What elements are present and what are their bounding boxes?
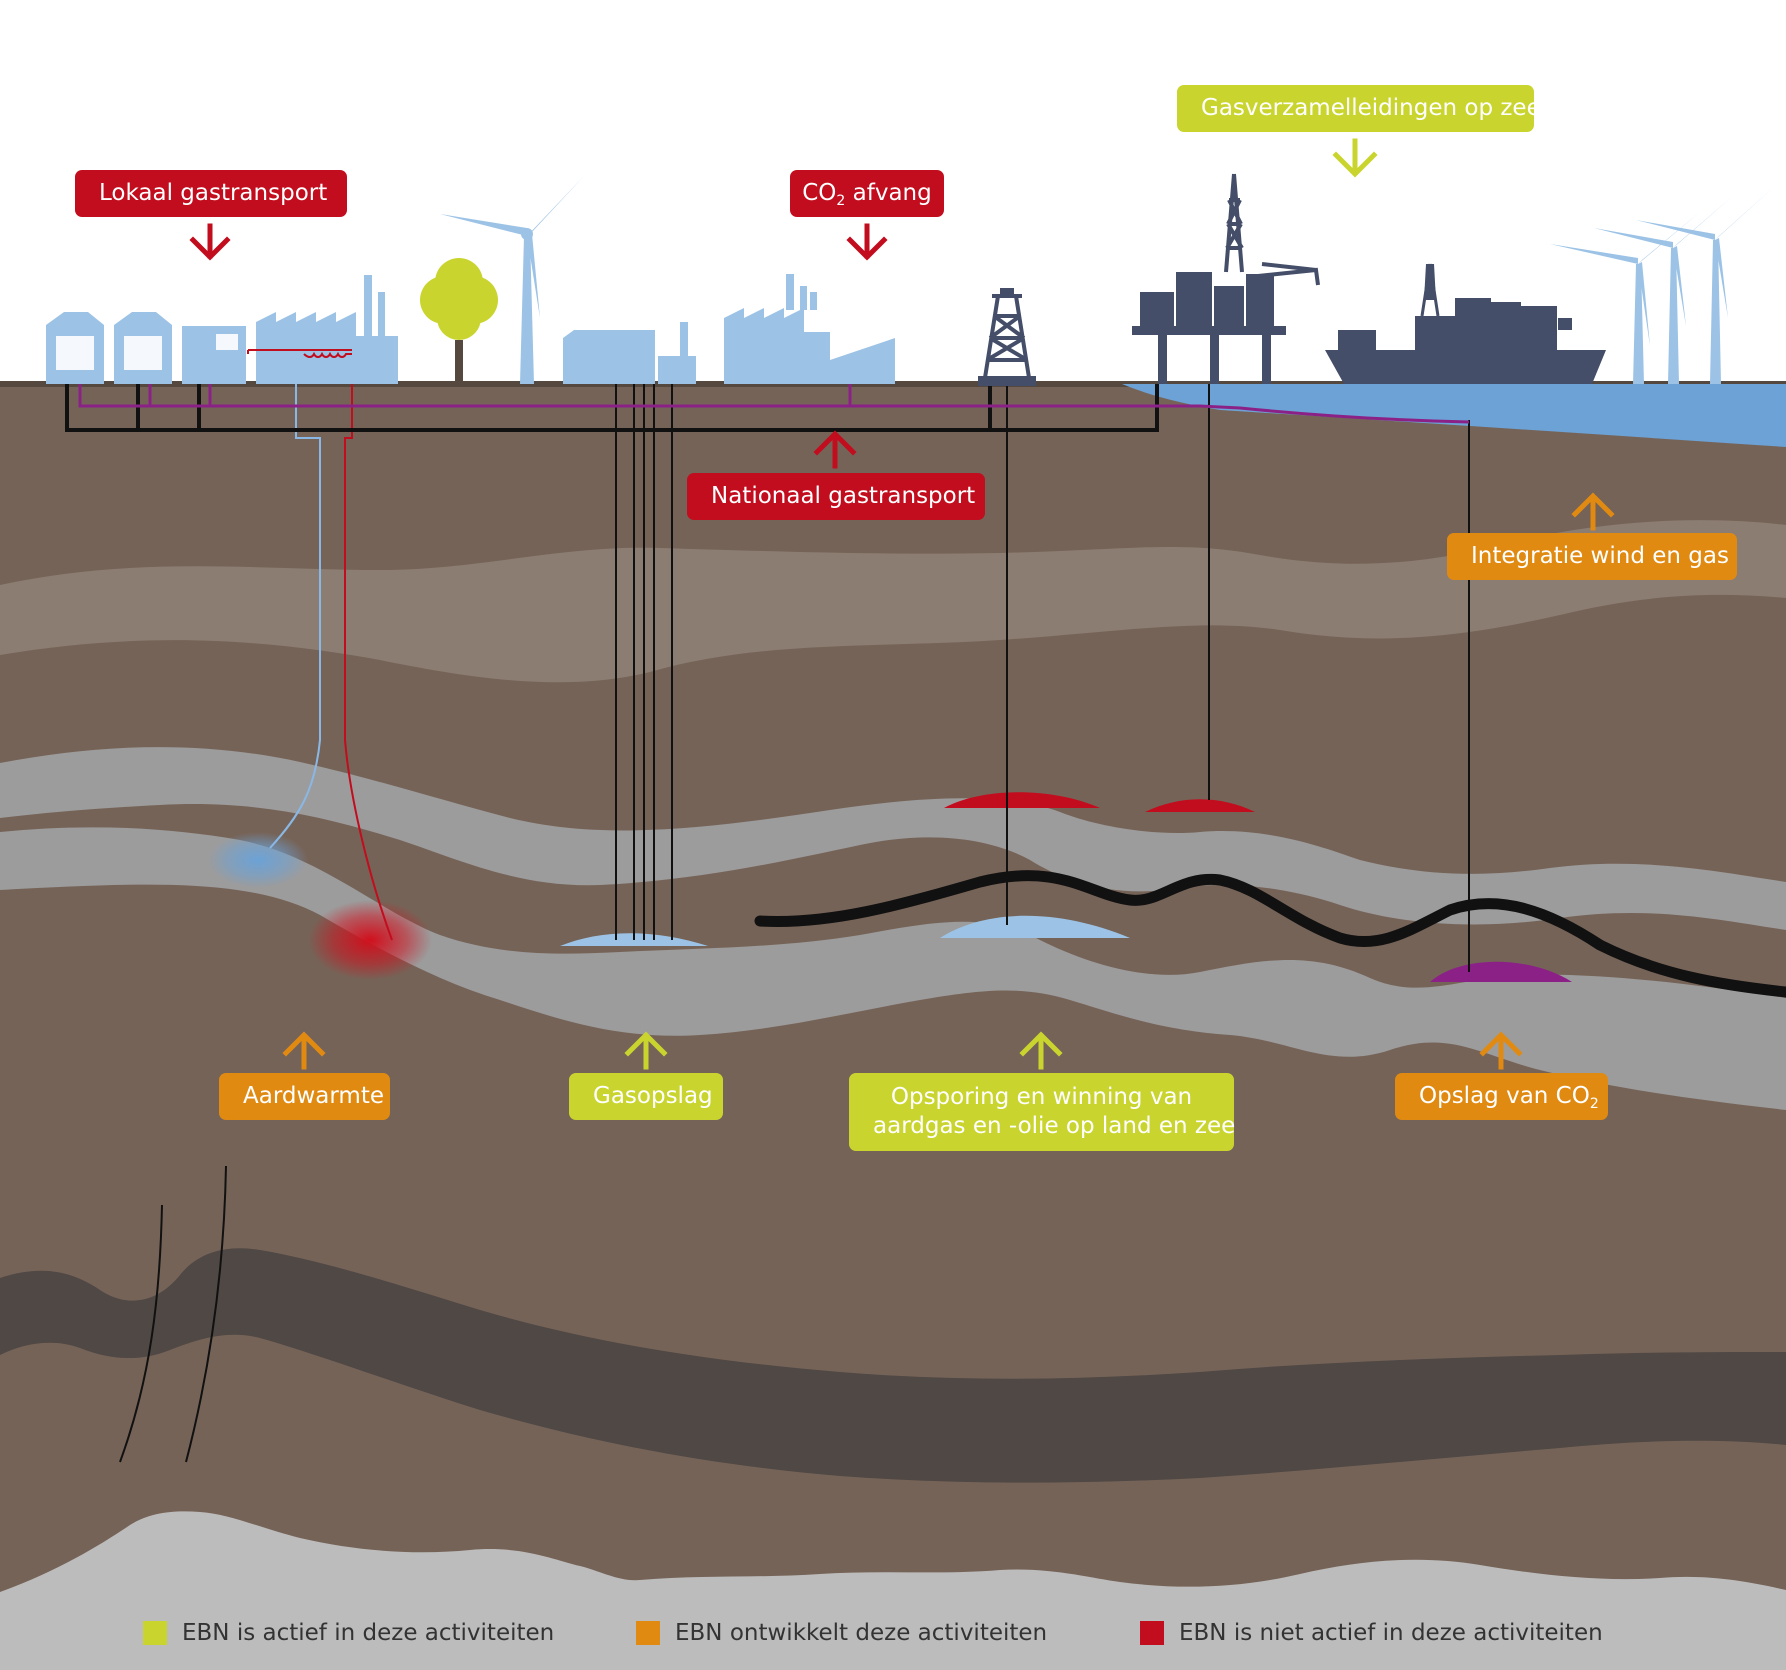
red-field-reservoir-1 [944,792,1100,808]
legend-item-developing: EBN ontwikkelt deze activiteiten [636,1620,1047,1646]
sea [1122,384,1786,447]
arrow-up-opsporing [1019,1031,1063,1070]
label-integratie-wind-gas-text: Integratie wind en gas [1471,543,1729,569]
label-nationaal-gastransport-text: Nationaal gastransport [711,483,976,509]
arrow-up-opslag-co2 [1479,1031,1523,1070]
arrow-down-lokaal [189,223,231,261]
arrow-down-gasverzamel [1332,138,1378,178]
label-co2-afvang-post: afvang [845,180,932,206]
legend-item-active: EBN is actief in deze activiteiten [143,1620,554,1646]
fault-line [119,1204,163,1463]
arrow-up-gasopslag [624,1031,668,1070]
label-co2-afvang-pre: CO [802,180,837,206]
fault-line [185,1165,227,1463]
gas-network [65,384,1470,432]
onshore-drilling-rig [978,288,1036,386]
label-opslag-co2: Opslag van CO2 [1395,1073,1608,1120]
label-aardwarmte-text: Aardwarmte [243,1083,385,1109]
factory-right [724,274,895,384]
arrow-down-co2-afvang [846,223,888,261]
legend-swatch-active [143,1621,167,1645]
cold-zone [208,832,308,888]
heat-exchanger [247,349,352,358]
arrow-up-aardwarmte [282,1031,326,1070]
offshore-platform [1132,272,1286,384]
storage-wells [615,384,673,940]
factory-left [256,275,398,384]
label-lokaal-gastransport-text: Lokaal gastransport [99,180,328,206]
label-opslag-co2-sub: 2 [1589,1096,1599,1112]
label-gasopslag-text: Gasopslag [593,1083,713,1109]
house-windows [56,334,238,370]
legend-label-active: EBN is actief in deze activiteiten [182,1620,555,1646]
offshore-derrick [1224,173,1320,286]
light-stratum [0,520,1786,683]
gray-stratum-lower [0,827,1786,1110]
wind-turbine-onshore [440,176,584,384]
storage-plant [563,322,696,384]
label-opslag-co2-pre: Opslag van CO [1419,1083,1590,1109]
label-gasopslag: Gasopslag [569,1073,723,1120]
legend-item-not-active: EBN is niet actief in deze activiteiten [1140,1620,1603,1646]
label-aardwarmte: Aardwarmte [219,1073,390,1120]
gas-field-reservoir [940,915,1130,938]
hot-well [344,350,393,941]
legend-label-not-active: EBN is niet actief in deze activiteiten [1179,1620,1603,1646]
arrow-up-nationaal [813,430,857,469]
label-nationaal-gastransport: Nationaal gastransport [687,473,985,520]
tree [420,258,498,384]
label-integratie-wind-gas: Integratie wind en gas [1447,533,1737,580]
label-co2-afvang: CO2 afvang [790,170,944,217]
legend-label-developing: EBN ontwikkelt deze activiteiten [675,1620,1048,1646]
co2-storage-reservoir [1430,961,1572,982]
black-seam [754,870,1786,998]
label-opsporing-line1: Opsporing en winning van [890,1084,1193,1110]
label-gasverzamelleidingen: Gasverzamelleidingen op zee [1177,85,1541,132]
label-lokaal-gastransport: Lokaal gastransport [75,170,347,217]
legend-swatch-not-active [1140,1621,1164,1645]
arrow-up-integratie [1571,492,1615,531]
wind-turbine-offshore-3 [1636,186,1775,384]
label-opsporing-line2: aardgas en -olie op land en zee [873,1113,1236,1139]
gray-stratum-upper [0,747,1786,930]
label-co2-afvang-sub: 2 [836,193,846,209]
label-gasverzamelleidingen-text: Gasverzamelleidingen op zee [1201,95,1541,121]
dark-stratum [0,1248,1786,1483]
basement-rock [0,1511,1786,1670]
wind-turbine-offshore-1 [1550,212,1700,384]
label-opsporing-winning: Opsporing en winning van aardgas en -oli… [849,1073,1236,1151]
red-field-reservoir-2 [1145,799,1255,812]
supply-ship [1325,263,1606,384]
legend-swatch-developing [636,1621,660,1645]
hot-zone [308,900,432,980]
wind-turbine-offshore-2 [1594,196,1733,384]
